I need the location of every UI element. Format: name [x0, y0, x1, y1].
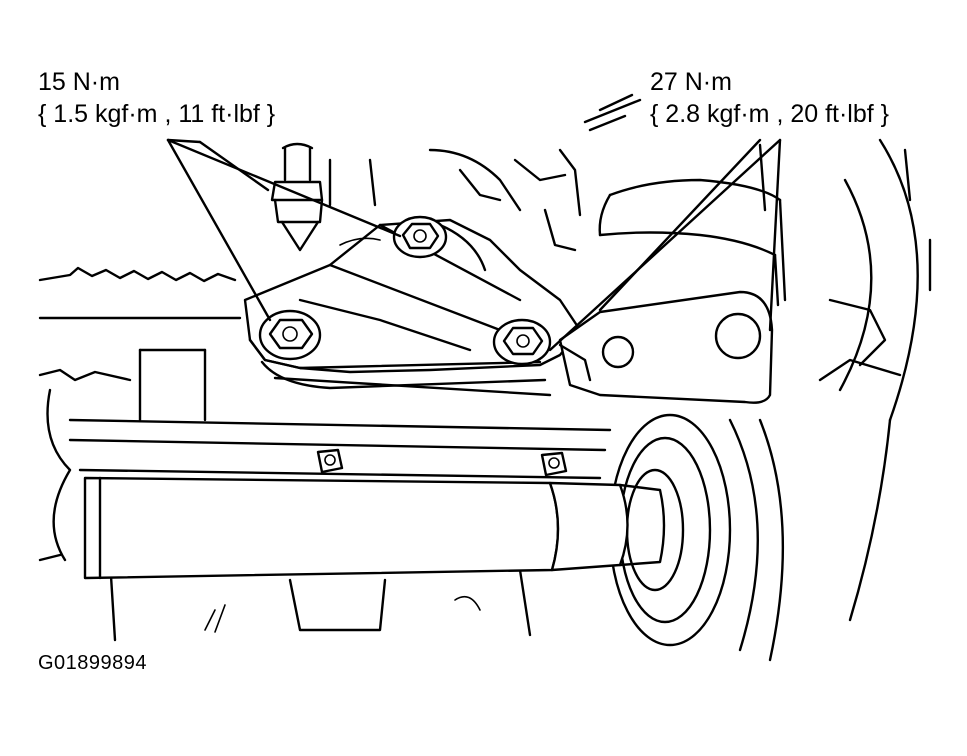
torque-value: 15 N·m — [38, 68, 120, 96]
bolt-15nm-upper — [392, 215, 448, 259]
torque-equivalent: { 1.5 kgf·m , 11 ft·lbf } — [38, 100, 276, 128]
torque-callout-27nm: 27 N·m { 2.8 kgf·m , 20 ft·lbf } — [650, 66, 889, 130]
torque-value: 27 N·m — [650, 68, 732, 96]
drive-shaft — [83, 476, 666, 580]
torque-equivalent: { 2.8 kgf·m , 20 ft·lbf } — [650, 100, 890, 128]
torque-callout-15nm: 15 N·m { 1.5 kgf·m , 11 ft·lbf } — [38, 66, 275, 130]
beam-bolt-right — [540, 451, 568, 477]
beam-bolt-left — [316, 448, 344, 474]
engine-block-outline — [38, 266, 612, 642]
figure-identifier: G01899894 — [38, 652, 148, 674]
stud-bolt — [270, 142, 324, 252]
right-bracket-arm — [558, 290, 774, 404]
bolt-15nm-lower — [258, 309, 322, 361]
crank-pulley — [608, 413, 785, 662]
leader-lines-27nm — [548, 138, 782, 352]
leader-lines-15nm — [166, 138, 402, 322]
upper-housing — [328, 93, 932, 622]
bolt-27nm — [492, 318, 552, 366]
